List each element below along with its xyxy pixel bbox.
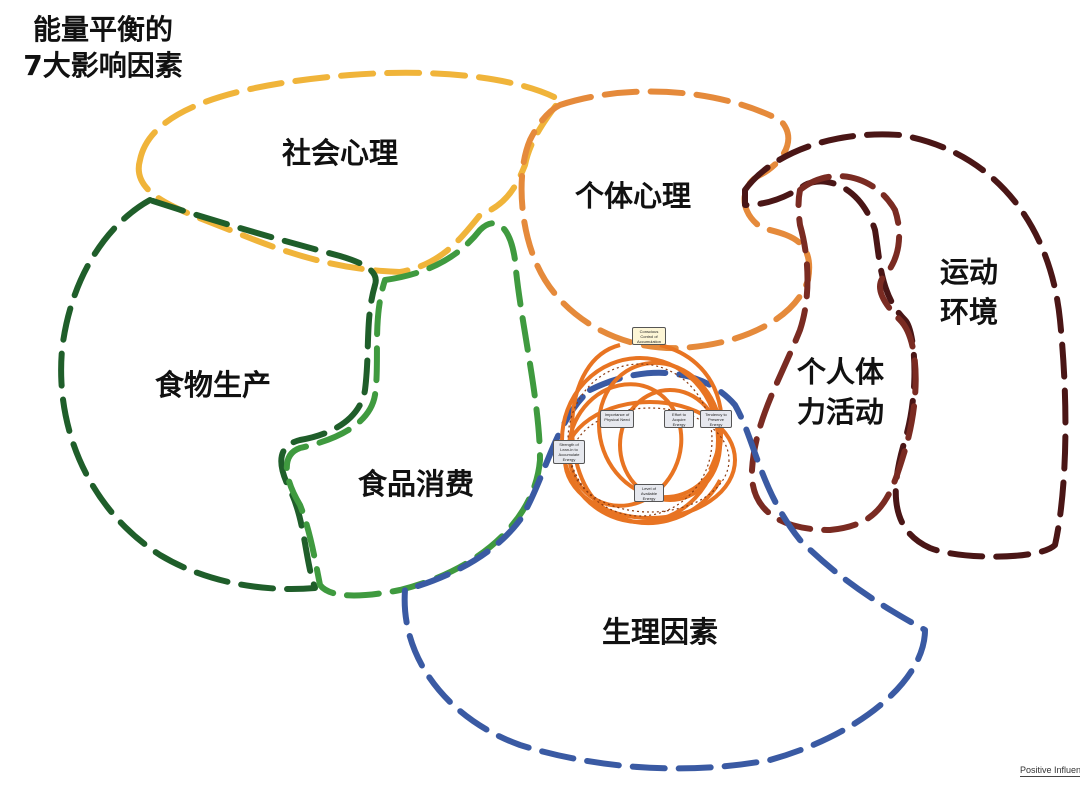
- node-importance-need: Importance of Physical Need: [600, 410, 634, 428]
- physiology-boundary: [401, 369, 928, 772]
- node-strength-lean: Strength of Lean-in to Accumulate Energy: [553, 440, 585, 464]
- legend-positive-influence: Positive Influen: [1020, 765, 1080, 777]
- activity-environment-boundary: [742, 131, 1069, 560]
- label-social-psychology: 社会心理: [282, 136, 399, 170]
- title-line-1: 能量平衡的: [32, 13, 173, 46]
- label-food-production: 食物生产: [155, 368, 272, 402]
- node-tendency-preserve: Tendency to Preserve Energy: [700, 410, 732, 428]
- title-line-2: 7大影响因素: [23, 49, 183, 82]
- label-individual-psychology: 个体心理: [575, 179, 692, 213]
- individual-psychology-boundary: [518, 88, 813, 352]
- activity-env-line-2: 环境: [940, 295, 999, 329]
- personal-activity-boundary: [748, 173, 919, 533]
- label-activity-environment: 运动 环境: [940, 252, 998, 332]
- label-personal-activity: 个人体 力活动: [797, 352, 884, 432]
- label-physiology: 生理因素: [602, 615, 719, 649]
- node-effort-acquire: Effort to Acquire Energy: [664, 410, 694, 428]
- label-food-consumption: 食品消费: [358, 467, 475, 501]
- node-conscious-control: Conscious Control of Accumulation: [632, 327, 666, 345]
- core-loop-dots: [567, 363, 730, 517]
- food-production-boundary: [58, 197, 379, 593]
- diagram-title: 能量平衡的 7大影响因素: [8, 12, 198, 84]
- personal-activity-line-2: 力活动: [797, 395, 885, 429]
- personal-activity-line-1: 个人体: [797, 355, 885, 389]
- social-psychology-boundary: [135, 69, 563, 275]
- activity-env-line-1: 运动: [940, 255, 999, 289]
- node-level-available: Level of Available Energy: [634, 484, 664, 502]
- food-consumption-boundary: [283, 220, 543, 599]
